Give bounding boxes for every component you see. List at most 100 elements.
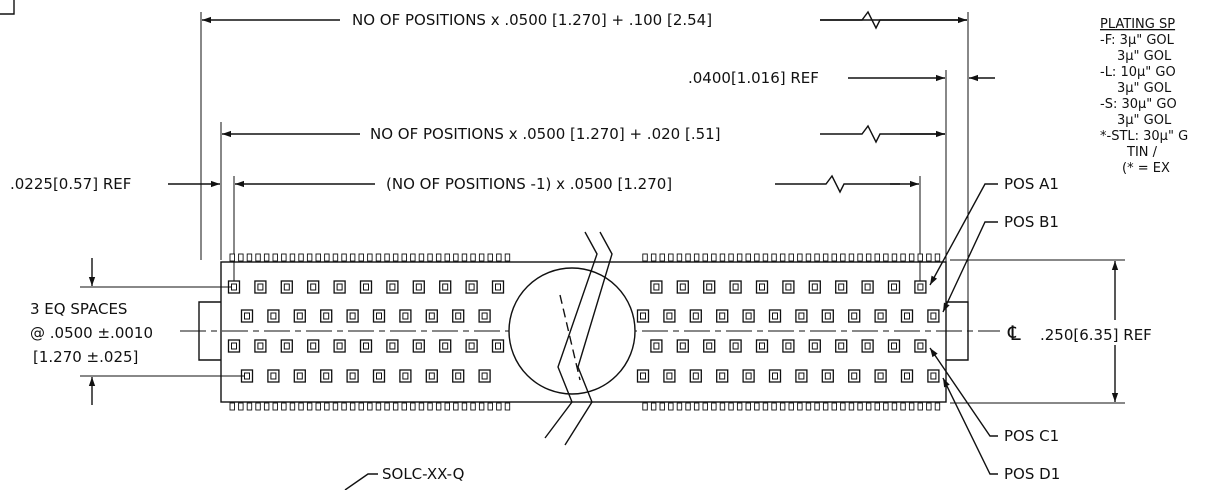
contact-pin	[478, 309, 491, 323]
contact-pin	[795, 309, 808, 323]
contact-tooth	[470, 253, 476, 262]
plating-title: PLATING SP	[1100, 17, 1175, 32]
contact-pin	[491, 339, 505, 353]
contact-pin	[821, 309, 834, 323]
contact-pin	[729, 339, 742, 353]
contact-pin	[240, 309, 254, 323]
contact-pin	[742, 309, 755, 323]
contact-tooth	[797, 402, 803, 411]
contact-tooth	[788, 253, 794, 262]
svg-text:POS D1: POS D1	[1004, 465, 1060, 483]
contact-tooth	[453, 402, 459, 411]
contact-pin	[768, 309, 782, 323]
contact-tooth	[831, 253, 837, 262]
contact-tooth	[917, 402, 923, 411]
contact-pin	[927, 369, 940, 383]
contact-tooth	[367, 253, 373, 262]
contact-tooth	[676, 402, 683, 411]
contact-tooth	[711, 253, 717, 262]
contact-tooth	[504, 402, 511, 411]
contact-tooth	[444, 253, 450, 262]
contact-pin	[689, 309, 702, 323]
contact-tooth	[840, 253, 846, 262]
contact-pin	[254, 339, 267, 353]
contact-pin	[333, 339, 346, 353]
contact-tooth	[926, 253, 932, 262]
contact-tooth	[315, 253, 321, 262]
contact-pin	[346, 369, 359, 383]
contact-tooth	[891, 402, 898, 411]
contact-pin	[307, 339, 320, 353]
contact-tooth	[496, 402, 502, 411]
centerline-symbol: ℄	[1007, 321, 1021, 345]
contact-tooth	[238, 253, 244, 262]
contact-pin	[386, 339, 399, 353]
contact-tooth	[822, 253, 829, 262]
contact-pin	[848, 369, 861, 383]
contact-pin	[676, 280, 689, 294]
svg-text:-L: 10µ" GO: -L: 10µ" GO	[1100, 65, 1176, 80]
eq-spaces-line3: [1.270 ±.025]	[33, 348, 138, 366]
contact-tooth	[754, 253, 760, 262]
contact-tooth	[779, 402, 786, 411]
contact-pin	[716, 309, 729, 323]
contact-tooth	[487, 253, 493, 262]
contact-pin	[927, 309, 940, 323]
contact-pin	[465, 280, 478, 294]
contact-pin	[887, 339, 901, 353]
contact-pin	[874, 369, 887, 383]
contact-pin	[703, 339, 716, 353]
contact-pin	[703, 280, 716, 294]
contact-tooth	[857, 402, 863, 411]
contact-pin	[359, 280, 373, 294]
contact-tooth	[908, 402, 915, 411]
contact-tooth	[908, 253, 915, 262]
contact-tooth	[650, 253, 657, 262]
contact-tooth	[341, 253, 347, 262]
contact-tooth	[745, 253, 751, 262]
contact-pin	[808, 339, 821, 353]
top-contact-teeth	[229, 253, 941, 262]
contact-pin	[267, 309, 280, 323]
contact-pin	[452, 309, 465, 323]
bottom-contact-teeth	[229, 402, 941, 411]
contact-pin	[900, 369, 914, 383]
contact-tooth	[840, 402, 846, 411]
contact-tooth	[410, 402, 416, 411]
contact-pin	[636, 369, 650, 383]
contact-tooth	[685, 253, 691, 262]
contact-pin	[835, 280, 848, 294]
contact-tooth	[255, 253, 261, 262]
contact-tooth	[341, 402, 347, 411]
contact-tooth	[659, 253, 665, 262]
contact-tooth	[779, 253, 786, 262]
contact-tooth	[401, 402, 407, 411]
connector-body	[180, 253, 1000, 411]
contact-pin	[254, 280, 267, 294]
contact-tooth	[659, 402, 665, 411]
contact-tooth	[461, 402, 468, 411]
contact-tooth	[263, 402, 270, 411]
contact-pin	[478, 369, 491, 383]
contact-pin	[755, 339, 769, 353]
break-symbol-2	[820, 124, 945, 144]
contact-pin	[887, 280, 901, 294]
contact-tooth	[831, 402, 837, 411]
contact-tooth	[246, 253, 253, 262]
contact-tooth	[685, 402, 691, 411]
contact-pin	[795, 369, 808, 383]
contact-tooth	[298, 253, 304, 262]
contact-pin	[914, 339, 927, 353]
contact-tooth	[891, 253, 898, 262]
contact-tooth	[349, 402, 356, 411]
contact-tooth	[410, 253, 416, 262]
contact-tooth	[324, 402, 330, 411]
title-block-corner	[0, 0, 15, 15]
contact-tooth	[453, 253, 459, 262]
contact-tooth	[822, 402, 829, 411]
contact-tooth	[246, 402, 253, 411]
contact-tooth	[375, 253, 382, 262]
contact-tooth	[229, 402, 235, 411]
contact-tooth	[392, 402, 399, 411]
